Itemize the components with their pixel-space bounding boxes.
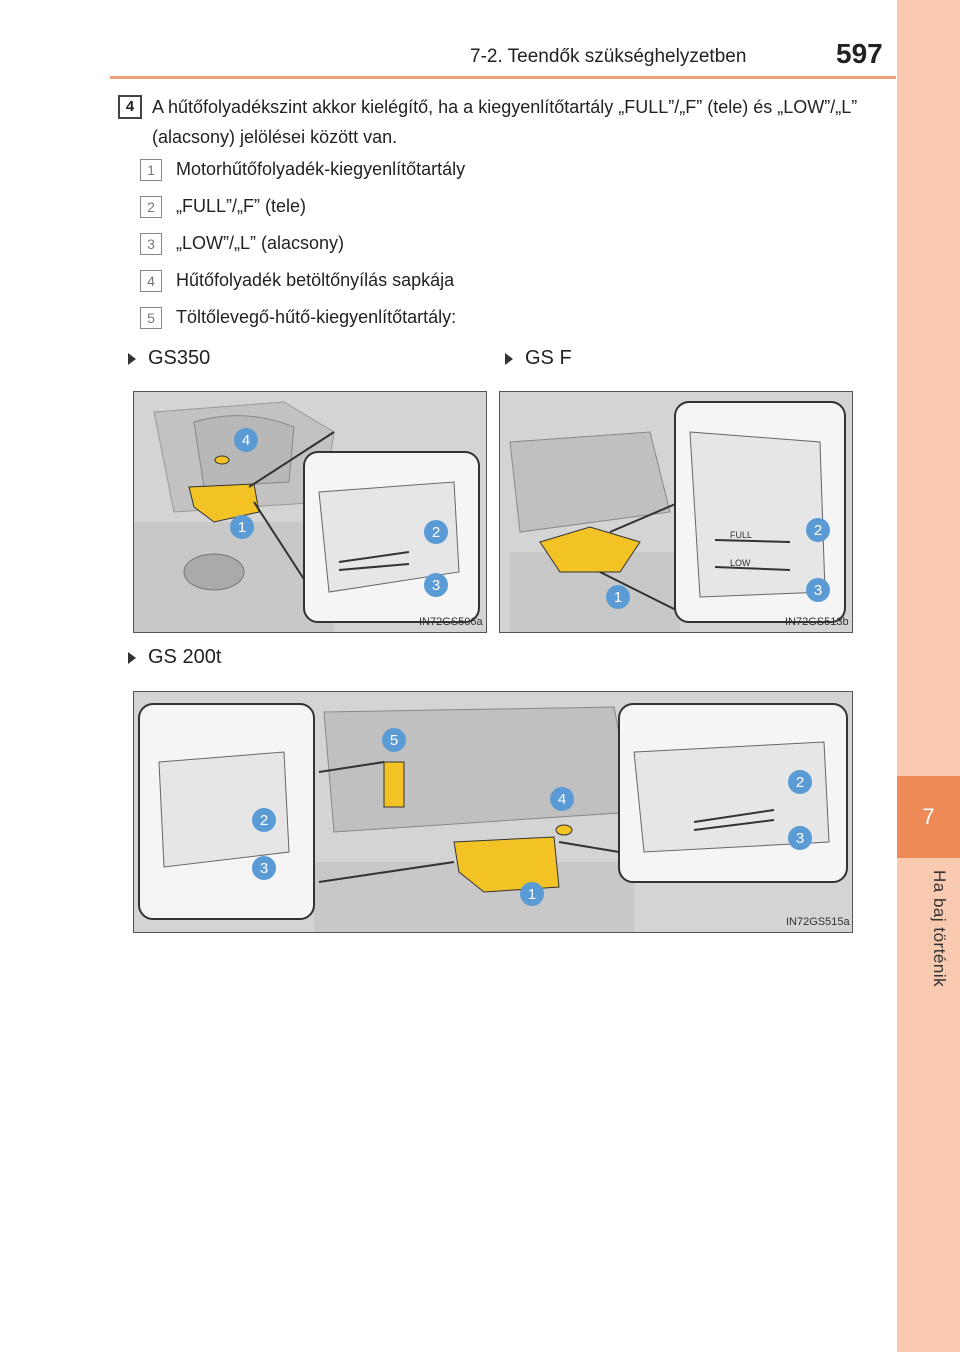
figure-code: IN72GS506a bbox=[419, 616, 483, 628]
header-rule bbox=[110, 76, 896, 79]
legend-number: 2 bbox=[140, 196, 162, 218]
model-label-gs350: GS350 bbox=[128, 347, 210, 370]
figure-code: IN72GS515a bbox=[786, 916, 850, 928]
triangle-bullet-icon bbox=[505, 352, 513, 365]
section-title: 7-2. Teendők szükséghelyzetben bbox=[470, 46, 747, 67]
chapter-number: 7 bbox=[922, 804, 935, 829]
callout-label: 4 bbox=[242, 432, 250, 449]
engine-drawing: 2 3 5 4 1 2 3 bbox=[134, 692, 852, 932]
callout-label: 4 bbox=[558, 791, 566, 808]
model-name: GS 200t bbox=[148, 646, 222, 668]
engine-illustration-gs200t: 2 3 5 4 1 2 3 IN72GS515a bbox=[133, 691, 853, 933]
triangle-bullet-icon bbox=[128, 352, 136, 365]
step-badge: 4 bbox=[118, 95, 142, 119]
callout-label: 1 bbox=[528, 886, 536, 903]
callout-label: 2 bbox=[432, 524, 440, 541]
legend-text: Motorhűtőfolyadék-kiegyenlítőtartály bbox=[176, 159, 466, 179]
callout-label: 3 bbox=[260, 860, 268, 877]
legend-number: 4 bbox=[140, 270, 162, 292]
callout-label: 1 bbox=[614, 589, 622, 606]
model-name: GS F bbox=[525, 347, 572, 369]
model-name: GS350 bbox=[148, 347, 211, 369]
model-label-gsf: GS F bbox=[505, 347, 572, 370]
legend-text: „LOW”/„L” (alacsony) bbox=[176, 233, 345, 253]
engine-drawing: FULL LOW 2 3 1 bbox=[500, 392, 852, 632]
legend-number: 3 bbox=[140, 233, 162, 255]
legend-number: 5 bbox=[140, 307, 162, 329]
callout-label: 5 bbox=[390, 732, 398, 749]
figure-code: IN72GS513b bbox=[785, 616, 849, 628]
callout-label: 3 bbox=[814, 582, 822, 599]
chapter-title: Ha baj történik bbox=[930, 870, 949, 988]
callout-label: 3 bbox=[796, 830, 804, 847]
full-mark: FULL bbox=[730, 530, 752, 540]
legend-text: „FULL”/„F” (tele) bbox=[176, 196, 306, 216]
legend-text: Töltőlevegő-hűtő-kiegyenlítőtartály: bbox=[176, 307, 457, 327]
page-number: 597 bbox=[836, 38, 883, 69]
low-mark: LOW bbox=[730, 558, 751, 568]
callout-label: 2 bbox=[260, 812, 268, 829]
engine-drawing: 4 1 2 3 bbox=[134, 392, 486, 632]
model-label-gs200t: GS 200t bbox=[128, 646, 221, 669]
callout-label: 2 bbox=[814, 522, 822, 539]
legend-text: Hűtőfolyadék betöltőnyílás sapkája bbox=[176, 270, 455, 290]
callout-label: 1 bbox=[238, 519, 246, 536]
legend-number: 1 bbox=[140, 159, 162, 181]
chapter-strip bbox=[897, 0, 960, 1352]
triangle-bullet-icon bbox=[128, 651, 136, 664]
engine-illustration-gs350: 4 1 2 3 IN72GS506a bbox=[133, 391, 487, 633]
engine-illustration-gsf: FULL LOW 2 3 1 IN72GS513b bbox=[499, 391, 853, 633]
step-text: A hűtőfolyadékszint akkor kielégítő, ha … bbox=[152, 97, 858, 147]
callout-label: 3 bbox=[432, 577, 440, 594]
callout-label: 2 bbox=[796, 774, 804, 791]
chapter-tab: 7 bbox=[897, 776, 960, 858]
